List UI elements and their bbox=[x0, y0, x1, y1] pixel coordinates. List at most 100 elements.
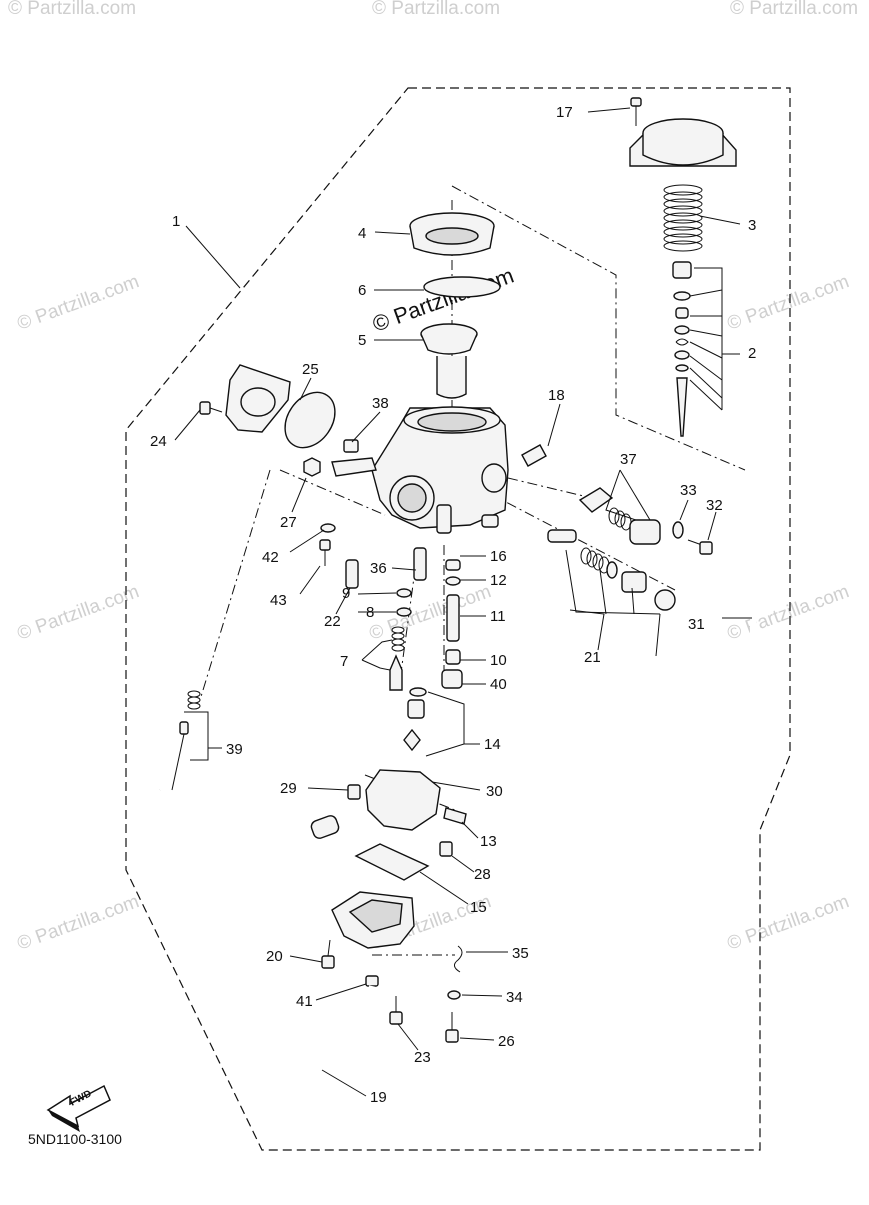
leader-lines bbox=[174, 107, 752, 1097]
part-31-hose-fill bbox=[721, 480, 759, 683]
part-5-piston-valve bbox=[420, 323, 478, 399]
top-cover bbox=[629, 118, 737, 167]
part-34-washer bbox=[447, 990, 461, 1000]
callout-24: 24 bbox=[150, 433, 167, 450]
part-2-jet-needle-set bbox=[672, 261, 692, 437]
part-13-float-pin bbox=[443, 807, 467, 825]
callout-12: 12 bbox=[490, 572, 507, 589]
callout-18: 18 bbox=[548, 387, 565, 404]
float-bowl bbox=[331, 891, 415, 949]
part-16-jet bbox=[445, 559, 461, 571]
callout-19: 19 bbox=[370, 1089, 387, 1106]
callout-30: 30 bbox=[486, 783, 503, 800]
part-26-screw bbox=[445, 1012, 459, 1043]
part-22-jet bbox=[345, 559, 359, 589]
part-8-washer bbox=[396, 607, 412, 617]
part-39-throttle-cable bbox=[149, 690, 340, 862]
callout-34: 34 bbox=[506, 989, 523, 1006]
part-3-spring bbox=[663, 184, 703, 252]
watermark-top-center: © Partzilla.com bbox=[372, 0, 500, 19]
part-35-clip bbox=[454, 945, 463, 973]
watermark-right-1: © Partzilla.com bbox=[725, 271, 852, 335]
part-42-washer bbox=[320, 523, 336, 533]
watermark-top-right: © Partzilla.com bbox=[730, 0, 858, 19]
part-41-clamp bbox=[365, 975, 379, 987]
callout-labels: 1 2 3 4 5 6 7 8 9 10 11 12 13 14 15 16 1… bbox=[150, 104, 756, 1106]
callout-36: 36 bbox=[370, 560, 387, 577]
assembly-boundary bbox=[125, 87, 791, 1151]
part-15-gasket bbox=[354, 843, 430, 881]
diagram-code: 5ND1100-3100 bbox=[28, 1131, 122, 1147]
callout-17: 17 bbox=[556, 104, 573, 121]
callout-7: 7 bbox=[340, 653, 348, 670]
part-4-diaphragm bbox=[409, 212, 495, 256]
part-20-screw bbox=[321, 939, 335, 969]
callout-33: 33 bbox=[680, 482, 697, 499]
callout-11: 11 bbox=[490, 608, 506, 625]
part-37-starter-cover bbox=[578, 487, 661, 545]
part-10-main-jet bbox=[445, 649, 461, 665]
callout-31: 31 bbox=[688, 616, 705, 633]
callout-1: 1 bbox=[172, 213, 180, 230]
part-11-needle-jet bbox=[446, 594, 460, 642]
callout-6: 6 bbox=[358, 282, 366, 299]
callout-13: 13 bbox=[480, 833, 497, 850]
watermark-left-1: © Partzilla.com bbox=[15, 271, 142, 335]
part-18-screw bbox=[521, 444, 547, 467]
part-23-drain-screw bbox=[389, 996, 403, 1025]
callout-15: 15 bbox=[470, 899, 487, 916]
part-21-starter-plunger bbox=[547, 529, 676, 611]
part-30-float bbox=[365, 769, 441, 831]
callout-9: 9 bbox=[342, 585, 350, 602]
callout-32: 32 bbox=[706, 497, 723, 514]
callout-2: 2 bbox=[748, 345, 756, 362]
part-7-pilot-screw bbox=[389, 626, 405, 691]
part-27-nut bbox=[303, 457, 321, 477]
callout-21: 21 bbox=[584, 649, 601, 666]
part-28-screw bbox=[439, 841, 453, 857]
callout-43: 43 bbox=[270, 592, 287, 609]
callout-20: 20 bbox=[266, 948, 283, 965]
part-9-o-ring bbox=[396, 588, 412, 598]
callout-14: 14 bbox=[484, 736, 501, 753]
part-6-o-ring bbox=[423, 276, 501, 298]
watermark-center-2: © Partzilla.com bbox=[367, 581, 494, 645]
callout-3: 3 bbox=[748, 217, 756, 234]
callout-29: 29 bbox=[280, 780, 297, 797]
carburetor-body bbox=[331, 406, 509, 534]
part-36-jet bbox=[413, 547, 427, 581]
callout-39: 39 bbox=[226, 741, 243, 758]
callout-25: 25 bbox=[302, 361, 319, 378]
fwd-arrow-icon: FWD bbox=[46, 1084, 111, 1132]
part-25-gasket bbox=[225, 364, 336, 449]
part-12-o-ring bbox=[445, 576, 461, 586]
callout-40: 40 bbox=[490, 676, 507, 693]
callout-8: 8 bbox=[366, 604, 374, 621]
watermark-left-2: © Partzilla.com bbox=[15, 581, 142, 645]
watermark-left-3: © Partzilla.com bbox=[15, 891, 142, 955]
callout-23: 23 bbox=[414, 1049, 431, 1066]
part-19-drain-hose bbox=[311, 985, 375, 1141]
callout-26: 26 bbox=[498, 1033, 515, 1050]
callout-5: 5 bbox=[358, 332, 366, 349]
watermark-right-3: © Partzilla.com bbox=[725, 891, 852, 955]
part-24-screw bbox=[199, 401, 223, 415]
watermark-right-2: © Partzilla.com bbox=[725, 581, 852, 645]
callout-10: 10 bbox=[490, 652, 507, 669]
callout-22: 22 bbox=[324, 613, 341, 630]
part-29-screw bbox=[347, 784, 361, 800]
part-17-screw bbox=[630, 97, 642, 126]
part-40-holder bbox=[441, 669, 463, 689]
callout-42: 42 bbox=[262, 549, 279, 566]
part-32-screw bbox=[687, 539, 713, 555]
part-33-washer bbox=[672, 521, 684, 539]
part-43-screw bbox=[319, 539, 331, 566]
callout-38: 38 bbox=[372, 395, 389, 412]
callout-35: 35 bbox=[512, 945, 529, 962]
callout-28: 28 bbox=[474, 866, 491, 883]
callout-16: 16 bbox=[490, 548, 507, 565]
watermark-top-left: © Partzilla.com bbox=[8, 0, 136, 19]
part-14-needle-valve bbox=[403, 687, 427, 752]
